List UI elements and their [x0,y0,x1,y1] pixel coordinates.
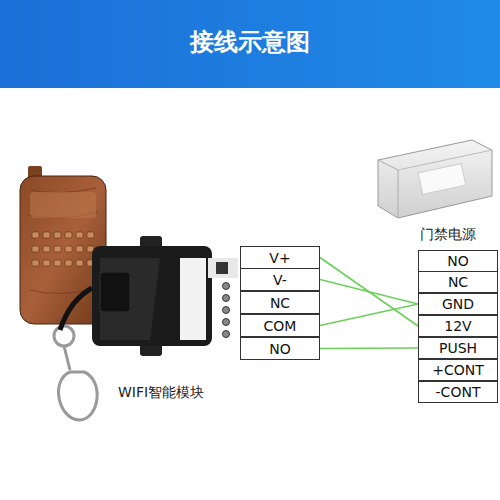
pin-name: NO [269,342,291,356]
wire [320,347,418,349]
terminal-cell: V+ [240,246,320,269]
terminal-cell: +CONT [418,359,498,381]
power-supply [378,140,492,218]
page-title: 接线示意图 [0,26,500,58]
remote-button [76,260,83,266]
terminal-screw [223,319,230,326]
remote-button [43,260,50,266]
terminal-cell: -CONT [418,381,498,403]
remote-button [54,246,61,252]
pin-name: NO [447,254,469,268]
terminal-cell: V- [240,268,320,291]
terminal-screw [223,283,230,290]
terminal-cell: 12V [418,315,498,337]
remote-button [76,232,83,238]
terminal-cell: PUSH [418,337,498,359]
terminal-cell: NC [418,271,498,293]
pin-name: +CONT [432,363,484,377]
pin-name: COM [264,319,297,333]
wifi-module [60,236,238,356]
pin-name: NC [448,275,468,289]
remote-button [32,260,39,266]
terminal-cell: GND [418,293,498,315]
part-label: WIFI智能模块 [118,384,204,402]
terminal-cell: COM [240,314,320,337]
wire [320,280,418,305]
remote-button [54,232,61,238]
pin-name: PUSH [439,341,477,355]
pin-name: 12V [444,319,471,333]
pin-name: -CONT [436,385,481,399]
remote-button [76,246,83,252]
pin-name: NC [270,296,290,310]
remote-button [65,246,72,252]
remote-button [43,246,50,252]
remote-button [32,246,39,252]
remote-button [54,260,61,266]
part-label: 门禁电源 [420,226,476,244]
header-band [0,0,500,88]
terminal-cell: NO [418,250,498,272]
terminal-cell: NC [240,291,320,314]
terminal-screw [223,295,230,302]
remote-button [43,232,50,238]
remote-button [65,232,72,238]
remote-button [87,232,94,238]
remote-button [65,260,72,266]
key-ring [54,326,97,420]
remote-button [32,232,39,238]
terminal-cell: NO [240,337,320,360]
pin-name: GND [442,297,474,311]
wire [320,258,418,327]
terminal-screw [223,307,230,314]
pin-name: V+ [269,251,290,265]
terminal-screw [223,331,230,338]
pin-name: V- [273,273,287,287]
wire [320,304,418,326]
